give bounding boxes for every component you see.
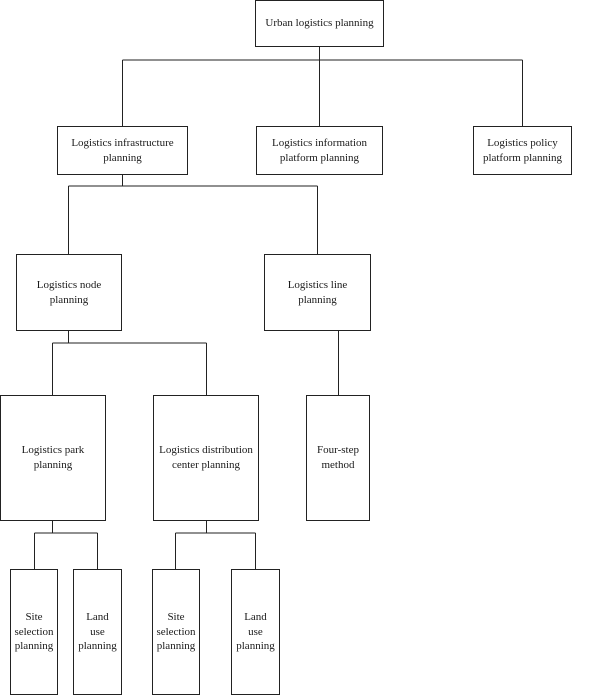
node-label: Site selection planning (156, 610, 196, 653)
node-label: Logistics policy platform planning (482, 136, 563, 164)
node-label: Urban logistics planning (265, 17, 374, 30)
node-park-land-use-planning: Land use planning (73, 569, 122, 695)
node-label: Logistics park planning (21, 444, 85, 471)
node-label: Site selection planning (14, 610, 54, 653)
node-distribution-site-selection-planning: Site selection planning (152, 569, 200, 695)
connector-distribution-children (175, 521, 256, 569)
node-logistics-infrastructure-planning: Logistics infrastructure planning (57, 126, 188, 175)
connector-park-children (34, 521, 98, 569)
connector-infrastructure-children (68, 175, 318, 254)
node-label: Land use planning (236, 610, 275, 653)
node-label: Four-step method (317, 444, 359, 471)
node-urban-logistics-planning: Urban logistics planning (255, 0, 384, 47)
node-label: Land use planning (78, 610, 117, 653)
connector-node-children (52, 331, 207, 395)
node-logistics-distribution-center-planning: Logistics distribution center planning (153, 395, 259, 521)
node-distribution-land-use-planning: Land use planning (231, 569, 280, 695)
node-logistics-node-planning: Logistics node planning (16, 254, 122, 331)
node-label: Logistics node planning (36, 278, 102, 306)
node-label: Logistics distribution center planning (159, 444, 253, 471)
node-logistics-line-planning: Logistics line planning (264, 254, 371, 331)
node-label: Logistics infrastructure planning (71, 136, 174, 164)
node-four-step-method: Four-step method (306, 395, 370, 521)
node-logistics-park-planning: Logistics park planning (0, 395, 106, 521)
connector-root-children (122, 47, 523, 126)
node-logistics-information-platform-planning: Logistics information platform planning (256, 126, 383, 175)
node-label: Logistics information platform planning (271, 136, 367, 164)
node-park-site-selection-planning: Site selection planning (10, 569, 58, 695)
node-logistics-policy-platform-planning: Logistics policy platform planning (473, 126, 572, 175)
node-label: Logistics line planning (287, 278, 348, 306)
